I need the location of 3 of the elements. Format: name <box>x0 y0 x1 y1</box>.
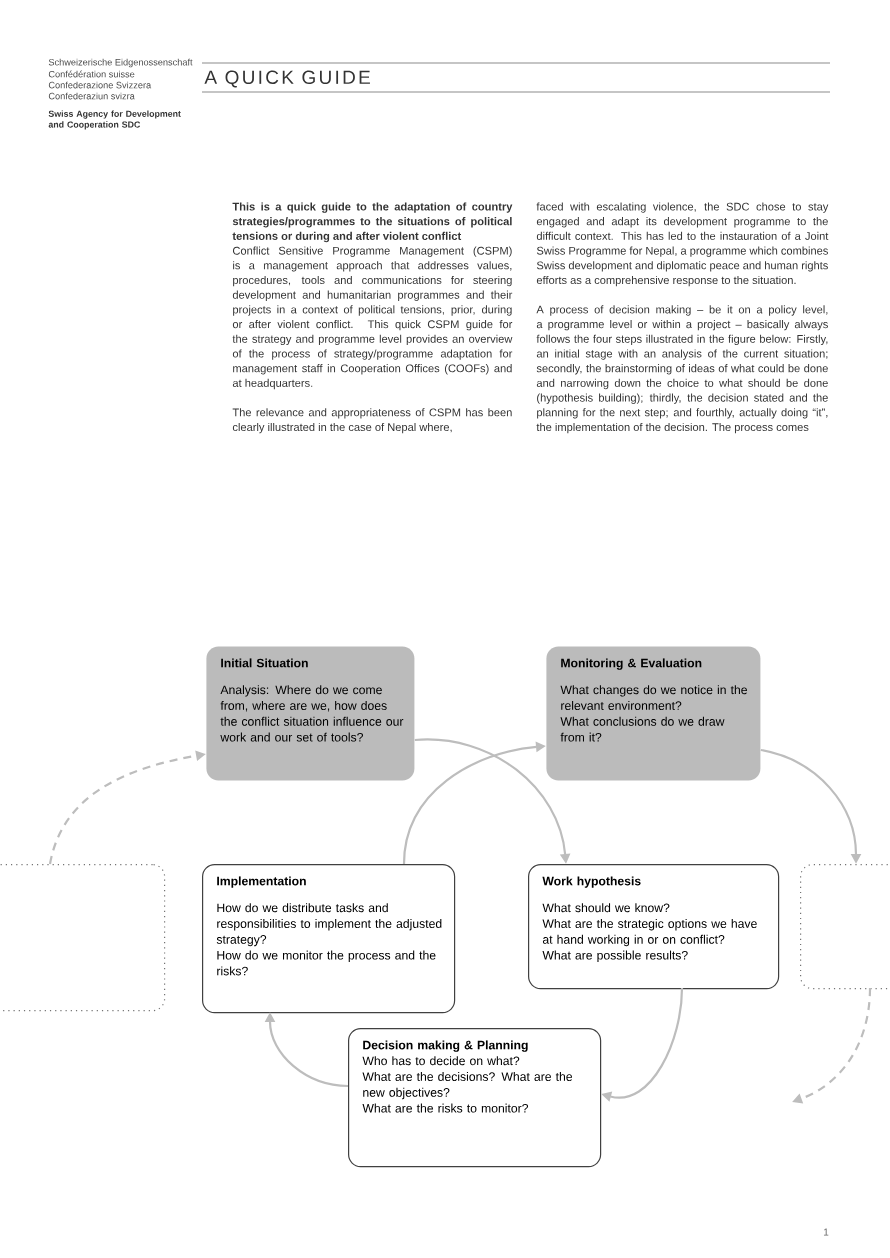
dotted-box <box>0 864 166 1012</box>
dotted-box <box>800 864 890 990</box>
title: A QUICK GUIDE <box>204 70 370 88</box>
